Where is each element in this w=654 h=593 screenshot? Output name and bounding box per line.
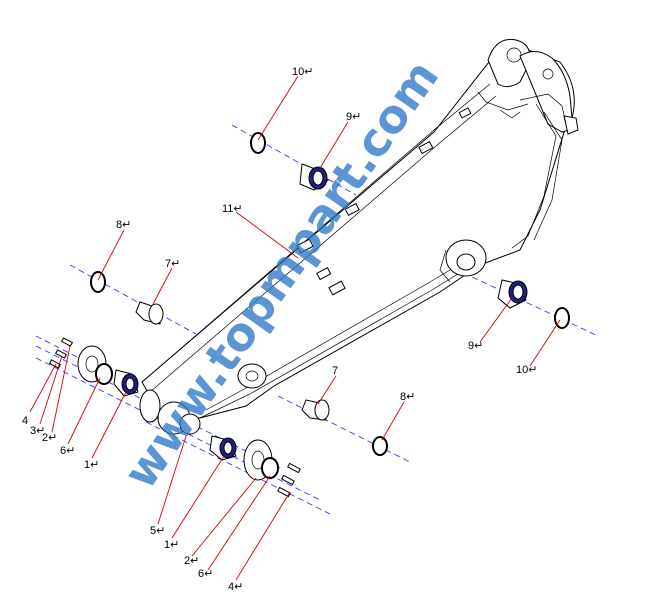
bushing-7-left [135, 301, 164, 325]
bushing-9-top [299, 163, 329, 191]
boom-body [139, 38, 579, 435]
bushing-9-right [497, 279, 528, 309]
bushing-7-lower [301, 399, 330, 421]
snap-ring-8-left [90, 271, 106, 293]
left-foot-stack [48, 337, 139, 397]
snap-ring-8-lower [372, 436, 388, 456]
callout-7-lower: 7 [332, 365, 338, 377]
callout-4-left: 4 [22, 415, 28, 427]
callout-5: 5↵ [150, 525, 165, 537]
callout-10-right: 10↵ [516, 364, 537, 376]
callout-11: 11↵ [222, 203, 243, 215]
callout-6-lower: 6↵ [198, 568, 213, 580]
callout-4-lower: 4↵ [228, 581, 243, 593]
callout-7-left: 7↵ [165, 258, 180, 270]
callout-6-left: 6↵ [60, 445, 75, 457]
leader-lines [29, 75, 561, 581]
callout-labels: 10↵ 9↵ 11↵ 8↵ 7↵ 9↵ 10↵ 7 8↵ 4 3↵ 2↵ 6↵ … [22, 66, 537, 593]
parts [48, 132, 570, 498]
callout-10-top: 10↵ [292, 66, 313, 78]
callout-2-lower: 2↵ [184, 555, 199, 567]
callout-1-lower: 1↵ [164, 539, 179, 551]
snap-ring-10-top [250, 132, 266, 154]
lower-foot-stack [209, 435, 301, 498]
callout-8-lower: 8↵ [400, 391, 415, 403]
callout-2-left: 2↵ [42, 432, 57, 444]
callout-8-left: 8↵ [116, 219, 131, 231]
callout-9-right: 9↵ [468, 340, 483, 352]
callout-3: 3↵ [30, 425, 45, 437]
callout-9-top: 9↵ [346, 111, 361, 123]
callout-1-left: 1↵ [84, 459, 99, 471]
